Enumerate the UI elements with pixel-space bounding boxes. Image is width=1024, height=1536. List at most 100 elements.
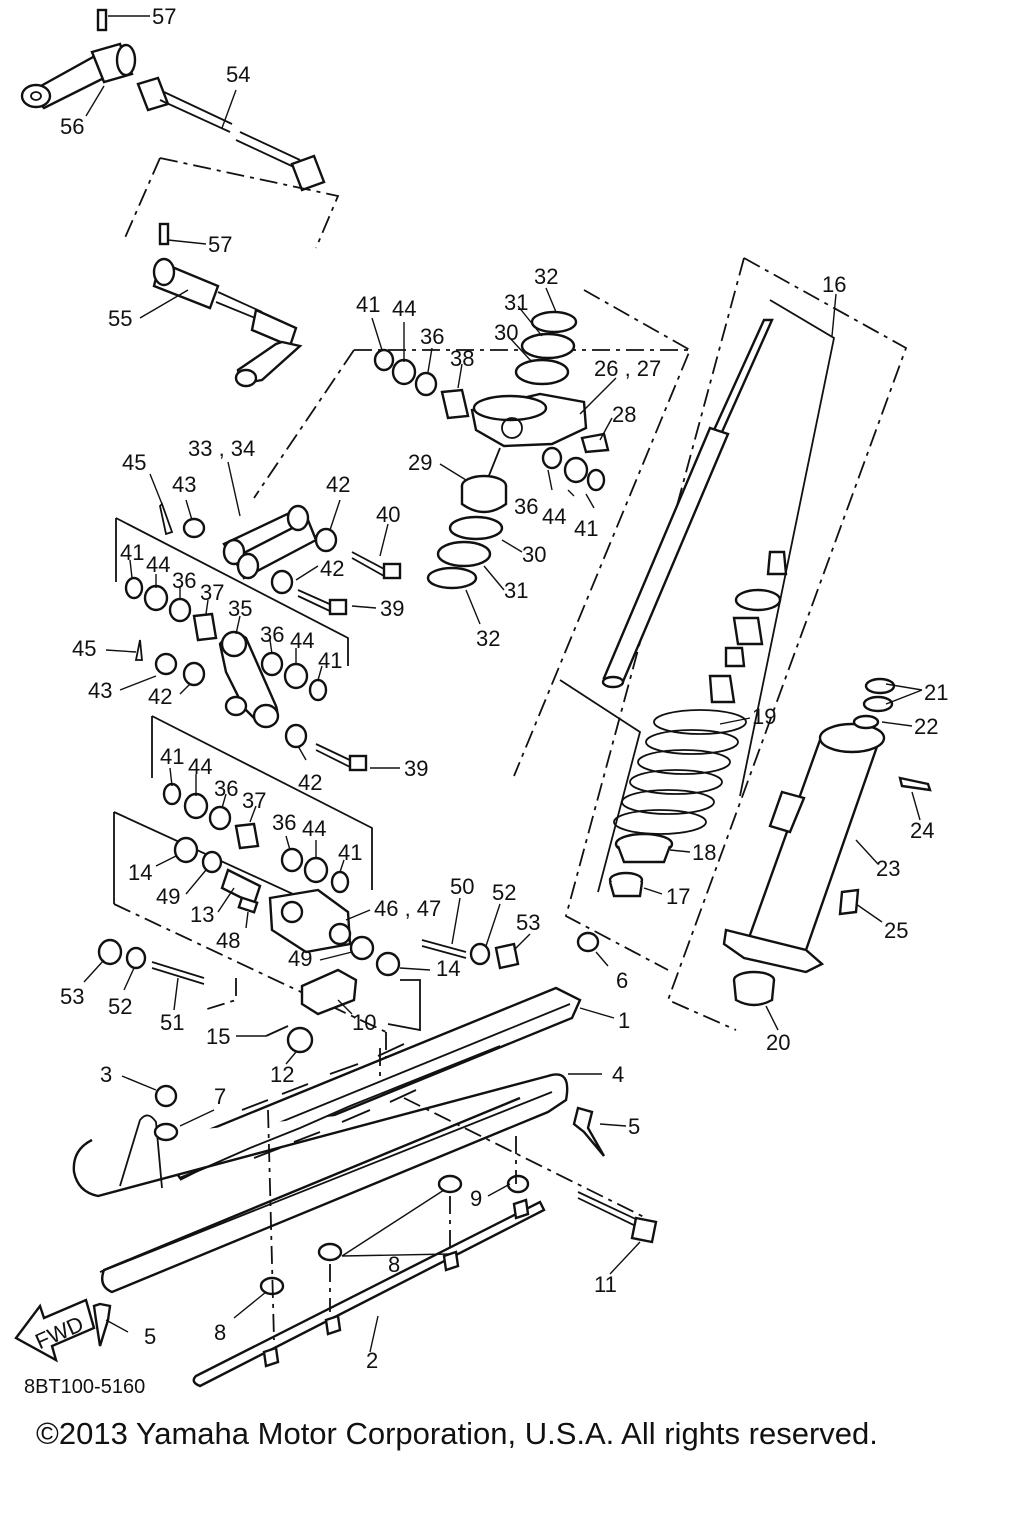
part-26-housing [470,392,588,448]
callout-44d: 44 [290,628,314,653]
callout-33-34: 33 , 34 [188,436,255,461]
callout-40: 40 [376,502,400,527]
callout-10: 10 [352,1010,376,1035]
callout-20: 20 [766,1030,790,1055]
part-18-seat [614,832,674,864]
callout-35: 35 [228,596,252,621]
callout-44b: 44 [542,504,566,529]
callout-11: 11 [594,1272,617,1297]
callout-21: 21 [924,680,948,705]
callout-28: 28 [612,402,636,427]
callout-56: 56 [60,114,84,139]
callout-57a: 57 [152,4,176,29]
callout-42a: 42 [326,472,350,497]
bushing-set-4 [173,836,262,906]
callout-5b: 5 [144,1324,156,1349]
callout-39b: 39 [404,756,428,781]
callout-7: 7 [214,1084,226,1109]
callout-30a: 30 [494,320,518,345]
callout-5a: 5 [628,1114,640,1139]
callout-44a: 44 [392,296,416,321]
callout-45b: 45 [72,636,96,661]
callout-18: 18 [692,840,716,865]
bushing-set-right [541,446,606,492]
part-15-clip [265,1025,289,1037]
callout-13: 13 [190,902,214,927]
part-56-lever [20,42,137,110]
callout-43a: 43 [172,472,196,497]
callout-48: 48 [216,928,240,953]
callout-22: 22 [914,714,938,739]
part-39-bolt-lower [315,743,368,772]
callout-42b: 42 [320,556,344,581]
drawing-code: 8BT100-5160 [24,1376,146,1398]
part-19-spring [613,709,747,835]
callout-31b: 31 [504,578,528,603]
part-4-ski [72,1045,569,1294]
callout-50: 50 [450,874,474,899]
part-28-nut [580,432,610,454]
callout-41e: 41 [160,744,184,769]
callout-44f: 44 [302,816,326,841]
callout-3: 3 [100,1062,112,1087]
part-7-washer [153,1122,179,1142]
callout-14a: 14 [128,860,152,885]
callout-16: 16 [822,272,846,297]
callout-45a: 45 [122,450,146,475]
fwd-arrow: FWD [14,1298,96,1363]
part-3-nut [154,1084,178,1108]
ski-slots [241,1043,417,1159]
callout-32b: 32 [476,626,500,651]
callout-4: 4 [612,1062,624,1087]
callout-41f: 41 [338,840,362,865]
callout-36c: 36 [172,568,196,593]
callout-36e: 36 [214,776,238,801]
callout-44c: 44 [146,552,170,577]
callout-19: 19 [752,704,776,729]
callout-46-47: 46 , 47 [374,896,441,921]
callout-25: 25 [884,918,908,943]
callout-17: 17 [666,884,690,909]
part-46-bracket [237,888,352,954]
callout-26-27: 26 , 27 [594,356,661,381]
callout-39a: 39 [380,596,404,621]
callout-38: 38 [450,346,474,371]
callout-14b: 14 [436,956,460,981]
part-20-bushing [732,970,776,1007]
part-43-nut [182,517,206,539]
copyright-notice: ©2013 Yamaha Motor Corporation, U.S.A. A… [36,1416,878,1451]
callout-8a: 8 [388,1252,400,1277]
part-57-bolt-top [96,8,108,32]
callout-29: 29 [408,450,432,475]
callout-41b: 41 [574,516,598,541]
callout-9: 9 [470,1186,482,1211]
part-23-reservoir [722,722,886,974]
bushing-set-top [373,348,470,420]
part-29-collar [460,474,508,514]
callout-32a: 32 [534,264,558,289]
callout-24: 24 [910,818,934,843]
callout-43b: 43 [88,678,112,703]
part-45b-pin [134,639,143,661]
leader-lines [83,15,923,1353]
part-5-stud [92,1106,606,1347]
bushing-set-3 [162,782,350,894]
bushing-set-2 [260,651,328,702]
callout-41a: 41 [356,292,380,317]
part-11-bolt [577,1191,658,1244]
part-40-bolt [351,551,402,580]
part-35-relay-arm [218,630,280,729]
callout-41d: 41 [318,648,342,673]
callout-36a: 36 [420,324,444,349]
callout-12: 12 [270,1062,294,1087]
callout-51: 51 [160,1010,184,1035]
callout-41c: 41 [120,540,144,565]
part-16-shock-rod [601,318,774,689]
callout-2: 2 [366,1348,378,1373]
callout-52b: 52 [108,994,132,1019]
callout-36d: 36 [260,622,284,647]
callout-37a: 37 [200,580,224,605]
callout-53a: 53 [516,910,540,935]
callout-42d: 42 [298,770,322,795]
